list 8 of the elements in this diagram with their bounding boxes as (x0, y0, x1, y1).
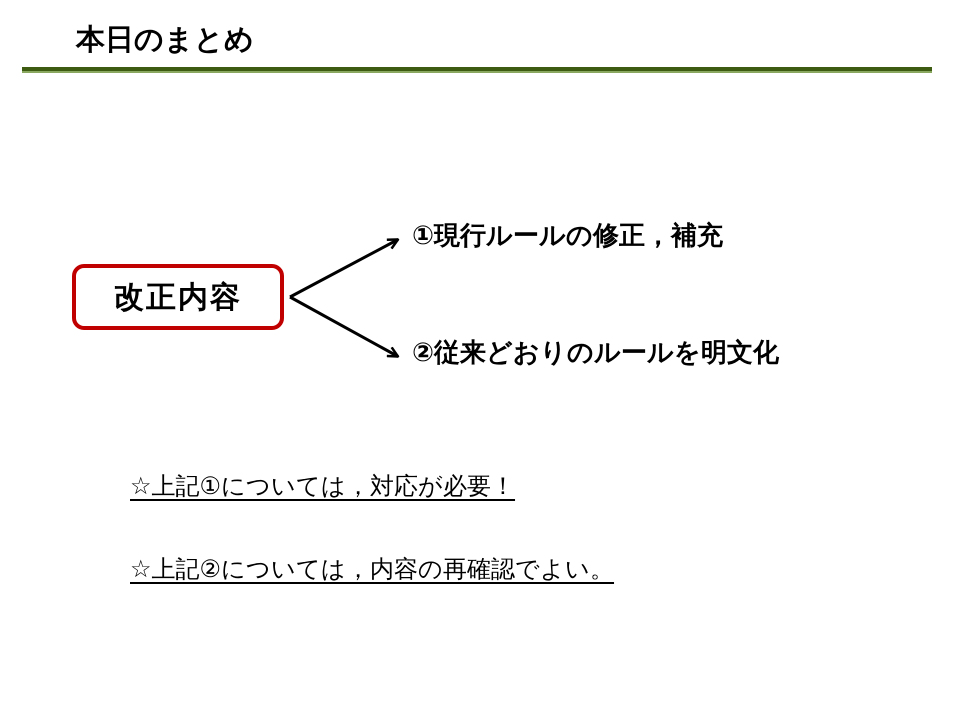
slide-title: 本日のまとめ (76, 21, 254, 58)
arrow (289, 238, 400, 298)
rounded-box: 改正内容 (72, 264, 284, 330)
node-text: ①現行ルールの修正，補充 (400, 218, 724, 253)
node-text: ②従来どおりのルールを明文化 (400, 335, 780, 370)
arrow (289, 296, 400, 358)
underlined-note: ☆上記②については，内容の再確認でよい。 (130, 554, 614, 585)
underlined-note: ☆上記①については，対応が必要！ (130, 471, 516, 502)
